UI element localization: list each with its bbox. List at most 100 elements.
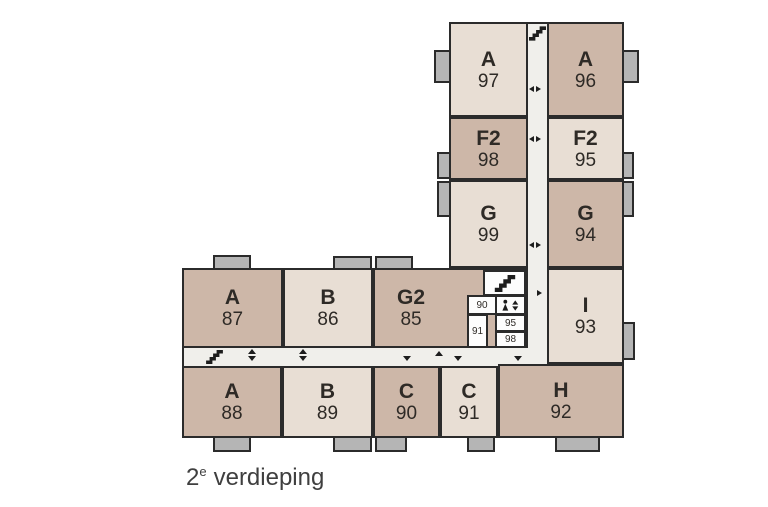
- unit-number: 85: [400, 309, 422, 330]
- door-arrows-icon: [529, 242, 541, 248]
- unit-c-91[interactable]: C 91: [440, 366, 498, 438]
- unit-label: A 88: [221, 381, 242, 423]
- arrow-left-icon: [529, 136, 534, 142]
- unit-g-99[interactable]: G 99: [449, 180, 528, 268]
- storage-number: 98: [504, 334, 517, 345]
- unit-label: A 87: [222, 287, 243, 329]
- arrow-left-icon: [529, 242, 534, 248]
- unit-a-88[interactable]: A 88: [182, 366, 282, 438]
- unit-label: F2 98: [476, 128, 501, 170]
- unit-number: 98: [477, 149, 500, 171]
- floor-word: verdieping: [213, 464, 325, 491]
- unit-letter: B: [320, 286, 336, 309]
- door-arrows-icon: [299, 349, 307, 361]
- unit-number: 88: [221, 403, 243, 424]
- storage-box-95: 95: [495, 314, 526, 332]
- unit-letter: H: [553, 379, 569, 402]
- unit-label: G 99: [478, 203, 499, 245]
- unit-number: 96: [574, 70, 597, 92]
- unit-number: 89: [316, 403, 339, 424]
- unit-label: C 91: [458, 381, 479, 423]
- unit-number: 99: [477, 225, 500, 246]
- storage-number: 95: [504, 317, 517, 329]
- unit-label: A 96: [575, 49, 596, 91]
- unit-letter: F2: [573, 126, 598, 150]
- storage-number: 90: [476, 299, 488, 311]
- arrow-down-icon: [248, 356, 256, 361]
- unit-a-97[interactable]: A 97: [449, 22, 528, 117]
- balcony: [375, 436, 407, 452]
- unit-letter: G: [480, 202, 497, 225]
- unit-h-92[interactable]: H 92: [498, 364, 624, 438]
- stairwell-box: [483, 270, 526, 296]
- balcony: [467, 436, 495, 452]
- floor-number: 2: [186, 464, 200, 491]
- arrow-right-icon: [537, 290, 542, 296]
- stairs-icon: [529, 26, 546, 41]
- unit-number: 93: [574, 317, 597, 338]
- unit-label: B 86: [317, 287, 338, 329]
- corridor-horizontal: [182, 348, 547, 366]
- unit-letter: B: [319, 380, 336, 403]
- unit-label: C 90: [396, 381, 417, 423]
- unit-number: 92: [550, 402, 572, 423]
- unit-label: H 92: [550, 380, 571, 422]
- unit-f2-95[interactable]: F2 95: [547, 117, 624, 180]
- arrow-up-icon: [435, 351, 443, 356]
- unit-label: G 94: [575, 203, 596, 245]
- arrow-right-icon: [536, 242, 541, 248]
- unit-number: 87: [221, 309, 244, 330]
- arrow-right-icon: [536, 86, 541, 92]
- corridor-vertical: [528, 22, 547, 366]
- arrow-down-icon: [454, 356, 462, 361]
- balcony: [213, 436, 251, 452]
- storage-box-90: 90: [467, 295, 497, 315]
- stairs-icon: [492, 274, 518, 292]
- unit-letter: A: [480, 47, 497, 71]
- unit-letter: C: [461, 380, 477, 403]
- unit-i-93[interactable]: I 93: [547, 268, 624, 364]
- balcony: [333, 436, 372, 452]
- arrow-up-icon: [248, 349, 256, 354]
- unit-letter: A: [224, 286, 241, 309]
- unit-label: A 97: [478, 49, 499, 91]
- unit-number: 91: [458, 403, 480, 424]
- arrow-left-icon: [529, 86, 534, 92]
- storage-box-98: 98: [495, 331, 526, 348]
- unit-letter: A: [224, 380, 240, 403]
- unit-a-96[interactable]: A 96: [547, 22, 624, 117]
- unit-a-87[interactable]: A 87: [182, 268, 283, 348]
- unit-number: 86: [317, 309, 339, 330]
- storage-number: 91: [471, 325, 484, 337]
- unit-letter: F2: [476, 126, 501, 150]
- door-arrows-icon: [529, 136, 541, 142]
- unit-number: 95: [574, 149, 597, 171]
- unit-b-89[interactable]: B 89: [282, 366, 373, 438]
- unit-letter: A: [577, 47, 594, 71]
- unit-letter: C: [398, 380, 415, 403]
- arrow-down-icon: [403, 356, 411, 361]
- unit-letter: G: [577, 202, 594, 225]
- unit-b-86[interactable]: B 86: [283, 268, 373, 348]
- arrow-right-icon: [536, 136, 541, 142]
- stairs-icon: [206, 350, 223, 364]
- arrow-down-icon: [299, 356, 307, 361]
- unit-number: 97: [477, 70, 500, 92]
- unit-letter: G2: [397, 286, 426, 309]
- door-arrows-icon: [529, 86, 541, 92]
- door-arrows-icon: [248, 349, 256, 361]
- arrow-up-icon: [299, 349, 307, 354]
- elevator-box: [495, 295, 526, 315]
- unit-number: 94: [574, 225, 597, 246]
- unit-label: B 89: [317, 381, 338, 423]
- unit-label: F2 95: [573, 128, 598, 170]
- unit-f2-98[interactable]: F2 98: [449, 117, 528, 180]
- unit-c-90[interactable]: C 90: [373, 366, 440, 438]
- elevator-person-icon: [501, 299, 520, 312]
- balcony: [555, 436, 600, 452]
- unit-label: I 93: [575, 295, 596, 337]
- unit-g-94[interactable]: G 94: [547, 180, 624, 268]
- unit-letter: I: [582, 294, 589, 317]
- balcony: [622, 50, 639, 83]
